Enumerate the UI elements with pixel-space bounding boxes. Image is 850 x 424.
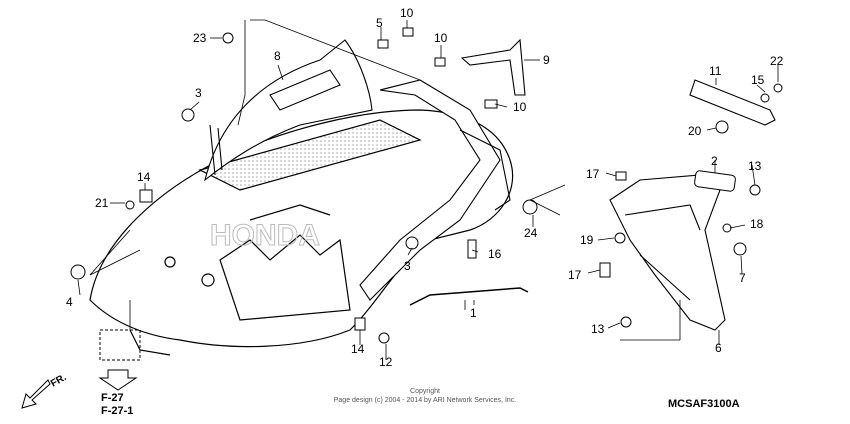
side-cover [609,174,726,331]
callout-21: 21 [95,196,109,210]
callout-4: 4 [66,295,73,309]
diagram-code: MCSAF3100A [668,398,740,410]
callout-13a: 13 [748,159,762,173]
callout-9: 9 [543,53,550,67]
ref-f27[interactable]: F-27 [101,392,124,404]
callout-17a: 17 [586,167,600,181]
footer-copyright: Copyright [410,388,440,395]
rod-part-1 [409,287,529,306]
reflector [694,170,736,192]
callout-3b: 3 [404,259,411,273]
callout-15: 15 [751,73,765,87]
callout-12: 12 [379,355,393,369]
callout-19: 19 [580,233,594,247]
callout-8: 8 [274,49,281,63]
callout-11: 11 [709,64,722,78]
callouts: 1 2 3 3 4 5 6 7 8 9 10 10 10 11 12 13 13… [66,6,784,369]
frame-bracket [359,79,511,301]
callout-20: 20 [688,124,702,138]
watermark: HONDA [210,219,320,252]
rear-fender [89,109,514,356]
callout-10a: 10 [400,6,414,20]
callout-14a: 14 [137,170,151,184]
callout-3a: 3 [195,86,202,100]
callout-2: 2 [711,154,718,168]
callout-17b: 17 [568,268,582,282]
inner-liner [204,39,373,182]
footer-line: Page design (c) 2004 - 2014 by ARI Netwo… [333,397,517,404]
callout-10c: 10 [513,100,527,114]
stay [460,38,526,96]
callout-10b: 10 [434,31,448,45]
hardware [70,27,783,361]
callout-6: 6 [715,341,722,355]
leader-lines [77,19,779,360]
callout-13b: 13 [591,322,605,336]
callout-5: 5 [376,16,383,30]
callout-7: 7 [739,271,746,285]
reference-arrow-down [98,369,138,391]
ref-f27-1[interactable]: F-27-1 [101,405,134,417]
callout-24: 24 [524,226,538,240]
callout-18: 18 [750,217,764,231]
callout-23: 23 [193,31,207,45]
callout-16: 16 [488,247,502,261]
callout-22: 22 [770,54,784,68]
svg-text:FR.: FR. [49,372,69,390]
callout-1: 1 [470,306,477,320]
license-bracket [689,79,776,126]
callout-14b: 14 [351,342,365,356]
